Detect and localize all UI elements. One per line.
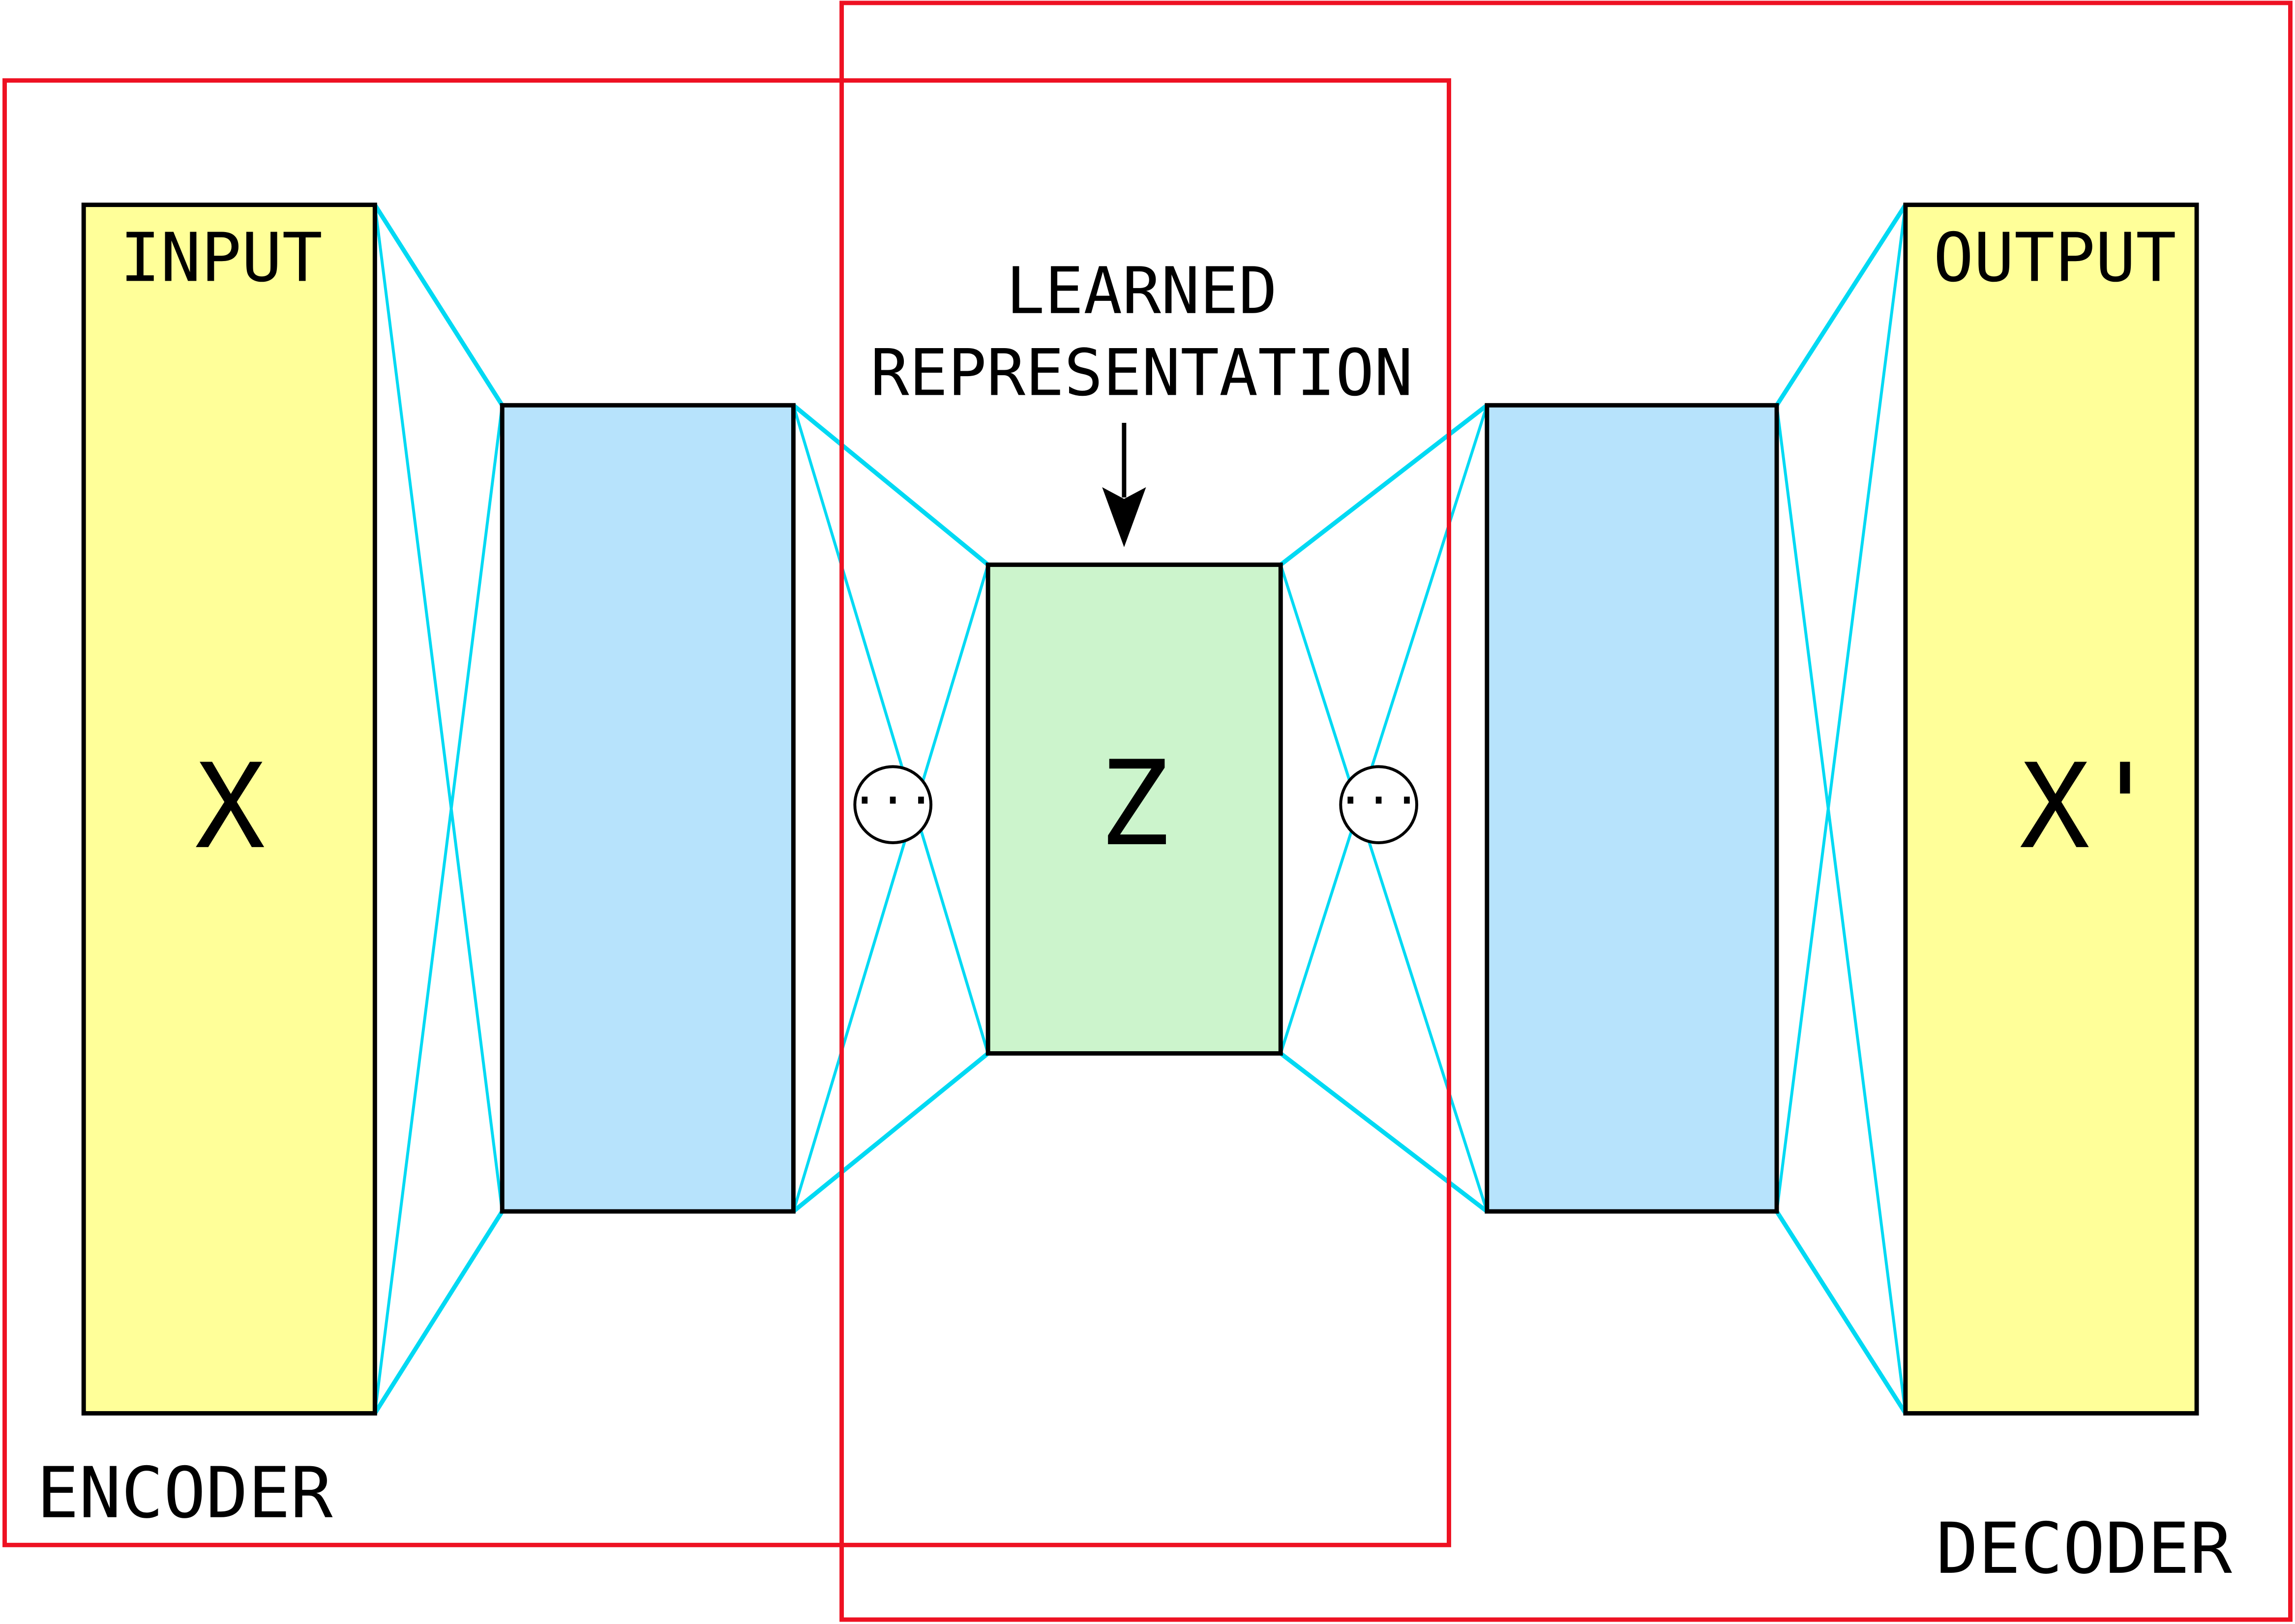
encoder-ellipsis-node: ··· xyxy=(851,765,935,844)
connection-line xyxy=(1775,205,1907,1212)
input-label: INPUT xyxy=(120,219,323,297)
connection-line xyxy=(792,1052,989,1213)
ellipsis-circle xyxy=(853,765,933,844)
connection-line xyxy=(792,405,990,1054)
output-label: OUTPUT xyxy=(1933,219,2176,297)
connection-line xyxy=(792,564,990,1212)
latent-z-symbol: Z xyxy=(1099,736,1169,872)
connection-line xyxy=(1279,1051,1489,1213)
decoder-label: DECODER xyxy=(1936,1507,2232,1590)
learned-representation-label-line1: LEARNED xyxy=(1006,253,1278,328)
connection-line xyxy=(373,405,504,1414)
ellipsis-dots: ··· xyxy=(851,773,935,827)
connection-line xyxy=(792,403,989,567)
input-layer-box xyxy=(81,203,377,1416)
connection-line xyxy=(1775,204,1908,407)
decoder-hidden-layer-box xyxy=(1485,403,1779,1214)
learned-representation-arrow xyxy=(1102,422,1146,547)
connection-line xyxy=(373,204,504,407)
decoder-ellipsis-node: ··· xyxy=(1337,765,1421,844)
learned-representation-label-line2: REPRESENTATION xyxy=(870,335,1413,410)
ellipsis-dots: ··· xyxy=(1337,773,1421,827)
connection-line xyxy=(1775,1210,1908,1415)
encoder-hidden-layer-box xyxy=(500,403,796,1214)
connection-line xyxy=(1279,403,1489,567)
connection-line xyxy=(373,205,504,1212)
encoder-group-border xyxy=(2,78,1451,1547)
decoder-group-border xyxy=(839,0,2293,1622)
input-x-symbol: X xyxy=(195,739,265,875)
output-x-prime-symbol: X' xyxy=(2020,739,2161,875)
encoder-label: ENCODER xyxy=(37,1452,333,1534)
connection-line xyxy=(373,1210,505,1415)
connections xyxy=(373,204,1908,1415)
output-layer-box xyxy=(1903,203,2199,1416)
connection-line xyxy=(1279,405,1489,1054)
ellipsis-circle xyxy=(1339,765,1418,844)
latent-layer-box xyxy=(985,562,1283,1056)
connection-line xyxy=(1279,564,1489,1212)
connection-line xyxy=(1775,405,1907,1414)
